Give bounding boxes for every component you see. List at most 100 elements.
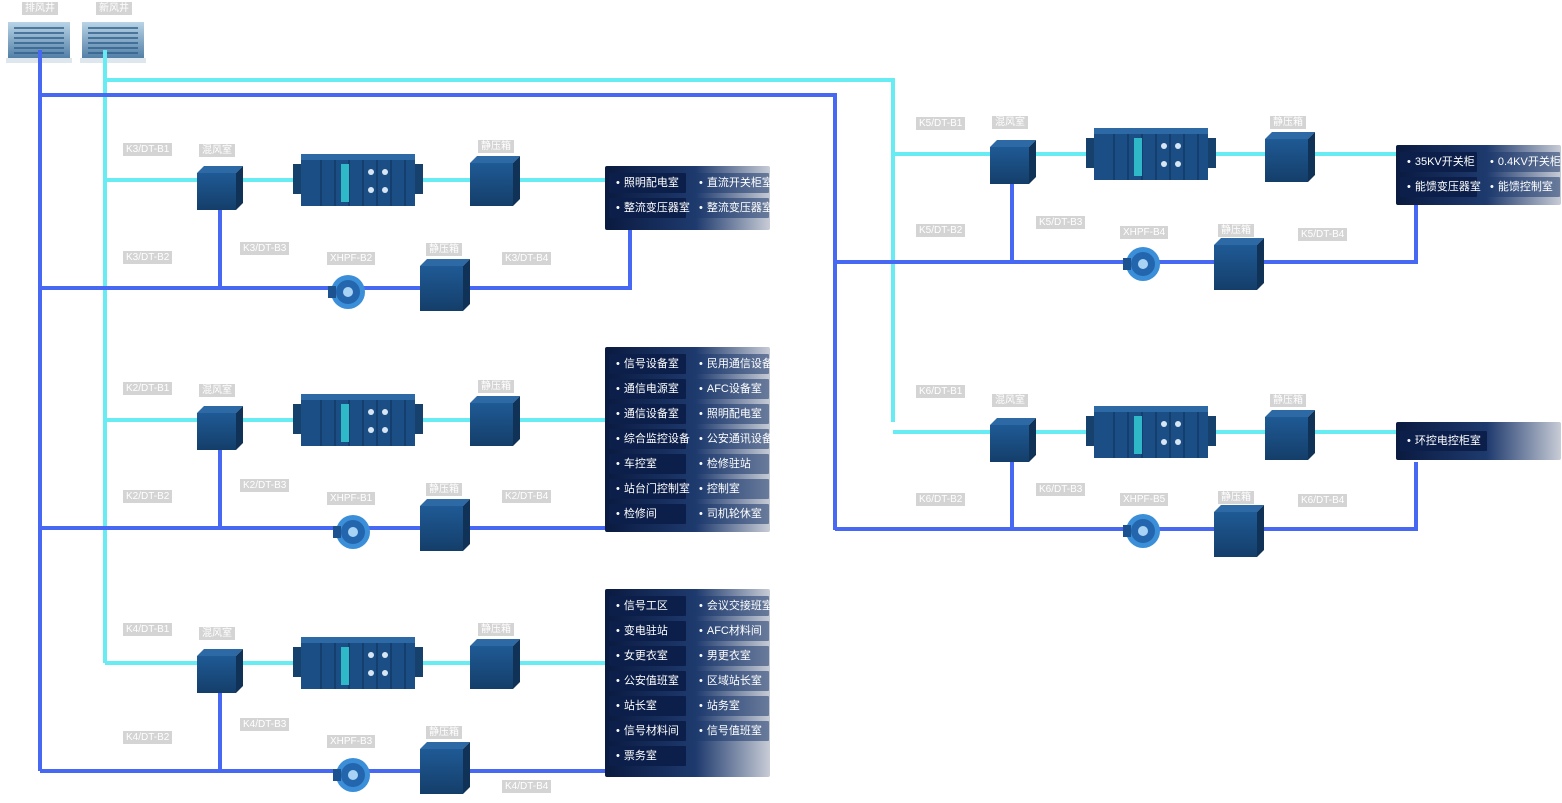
room-item: 信号材料间 xyxy=(609,721,686,741)
room-item: 票务室 xyxy=(609,746,686,766)
k3-b4-label: K3/DT-B4 xyxy=(502,252,552,265)
k5-return-branch xyxy=(835,184,1418,264)
k5-b1-label: K5/DT-B1 xyxy=(916,117,966,130)
room-item: 站务室 xyxy=(692,696,769,716)
room-item: 综合监控设备 xyxy=(609,429,690,449)
k6-plenum-label: 静压箱 xyxy=(1270,394,1306,407)
k2-return-plenum-box xyxy=(420,499,470,551)
room-item: 照明配电室 xyxy=(692,404,769,424)
k5-b4-label: K5/DT-B4 xyxy=(1298,228,1348,241)
k6-b2-label: K6/DT-B2 xyxy=(916,493,966,506)
room-item: 检修间 xyxy=(609,504,686,524)
k4-mixing-box xyxy=(197,649,243,693)
k5-mixing-label: 混风室 xyxy=(992,116,1028,129)
room-item: 车控室 xyxy=(609,454,686,474)
room-item: 女更衣室 xyxy=(609,646,686,666)
room-item: 信号值班室 xyxy=(692,721,769,741)
k3-fan-label: XHPF-B2 xyxy=(327,252,376,265)
room-item: 民用通信设备 xyxy=(692,354,773,374)
k6-b1-label: K6/DT-B1 xyxy=(916,385,966,398)
k2-b3-label: K2/DT-B3 xyxy=(240,479,290,492)
room-item: 通信设备室 xyxy=(609,404,686,424)
room-item: 站台门控制室 xyxy=(609,479,690,499)
k3-mixing-box xyxy=(197,166,243,210)
k5-b2-label: K5/DT-B2 xyxy=(916,224,966,237)
k4-fan-label: XHPF-B3 xyxy=(327,735,376,748)
k3-b3-label: K3/DT-B3 xyxy=(240,242,290,255)
k3-ahu xyxy=(293,154,423,206)
k2-fan-label: XHPF-B1 xyxy=(327,492,376,505)
room-item: 信号设备室 xyxy=(609,354,686,374)
k5-mixing-box xyxy=(990,140,1036,184)
room-item: 公安值班室 xyxy=(609,671,686,691)
k6-b3-label: K6/DT-B3 xyxy=(1036,483,1086,496)
k2-plenum-label: 静压箱 xyxy=(478,380,514,393)
k6-return-branch xyxy=(835,462,1418,531)
room-item: 会议交接班室 xyxy=(692,596,773,616)
k3-b1-label: K3/DT-B1 xyxy=(123,143,173,156)
k4-b1-label: K4/DT-B1 xyxy=(123,623,173,636)
room-item: 照明配电室 xyxy=(609,173,686,193)
k6-mixing-label: 混风室 xyxy=(992,394,1028,407)
k2-mixing-label: 混风室 xyxy=(199,384,235,397)
room-item: 区域站长室 xyxy=(692,671,769,691)
k4-b3-label: K4/DT-B3 xyxy=(240,718,290,731)
k6-b4-label: K6/DT-B4 xyxy=(1298,494,1348,507)
k3-return-plenum-box xyxy=(420,259,470,311)
k4-ahu xyxy=(293,637,423,689)
k2-b4-label: K2/DT-B4 xyxy=(502,490,552,503)
k2-ahu xyxy=(293,394,423,446)
room-item: AFC材料间 xyxy=(692,621,769,641)
k3-plenum-label: 静压箱 xyxy=(478,140,514,153)
k6-return-plenum-label: 静压箱 xyxy=(1218,491,1254,504)
room-item: 通信电源室 xyxy=(609,379,686,399)
k6-fan-label: XHPF-B5 xyxy=(1120,493,1169,506)
k4-b4-label: K4/DT-B4 xyxy=(502,780,552,793)
k5-plenum-box xyxy=(1265,132,1315,182)
k6-plenum-box xyxy=(1265,410,1315,460)
k4-mixing-label: 混风室 xyxy=(199,627,235,640)
k3-plenum-box xyxy=(470,156,520,206)
k6-return-plenum-box xyxy=(1214,505,1264,557)
room-item: 环控电控柜室 xyxy=(1400,431,1487,451)
k4-plenum-box xyxy=(470,639,520,689)
fresh-shaft-label: 新风井 xyxy=(96,2,132,15)
room-item: 站长室 xyxy=(609,696,686,716)
room-item: 直流开关柜室 xyxy=(692,173,773,193)
exhaust-shaft-label: 排风井 xyxy=(22,2,58,15)
room-item: 变电驻站 xyxy=(609,621,686,641)
k5-fan-label: XHPF-B4 xyxy=(1120,226,1169,239)
room-item: 能馈变压器室 xyxy=(1400,177,1481,197)
k5-b3-label: K5/DT-B3 xyxy=(1036,216,1086,229)
k2-fan xyxy=(333,515,370,549)
room-item: 0.4KV开关柜 xyxy=(1483,152,1561,172)
k4-plenum-label: 静压箱 xyxy=(478,623,514,636)
k6-mixing-box xyxy=(990,418,1036,462)
k5-ahu xyxy=(1086,128,1216,180)
k5-fan xyxy=(1123,247,1160,281)
k6-fan xyxy=(1123,514,1160,548)
k4-fan xyxy=(333,758,370,792)
room-item: 男更衣室 xyxy=(692,646,769,666)
k5-return-plenum-label: 静压箱 xyxy=(1218,224,1254,237)
room-item: AFC设备室 xyxy=(692,379,769,399)
room-item: 能馈控制室 xyxy=(1483,177,1560,197)
room-item: 整流变压器室 xyxy=(692,198,773,218)
room-item: 检修驻站 xyxy=(692,454,769,474)
fresh-shaft xyxy=(80,22,146,63)
k4-return-plenum-label: 静压箱 xyxy=(426,726,462,739)
k3-return-plenum-label: 静压箱 xyxy=(426,243,462,256)
k2-b1-label: K2/DT-B1 xyxy=(123,382,173,395)
room-item: 整流变压器室 xyxy=(609,198,690,218)
k3-b2-label: K3/DT-B2 xyxy=(123,251,173,264)
k2-mixing-box xyxy=(197,406,243,450)
k2-return-plenum-label: 静压箱 xyxy=(426,483,462,496)
k2-plenum-box xyxy=(470,396,520,446)
k6-ahu xyxy=(1086,406,1216,458)
room-item: 司机轮休室 xyxy=(692,504,769,524)
k3-fan xyxy=(328,275,365,309)
return-trunk-right xyxy=(40,93,837,530)
k3-return-branch xyxy=(40,226,632,290)
supply-trunk-right xyxy=(105,78,895,422)
